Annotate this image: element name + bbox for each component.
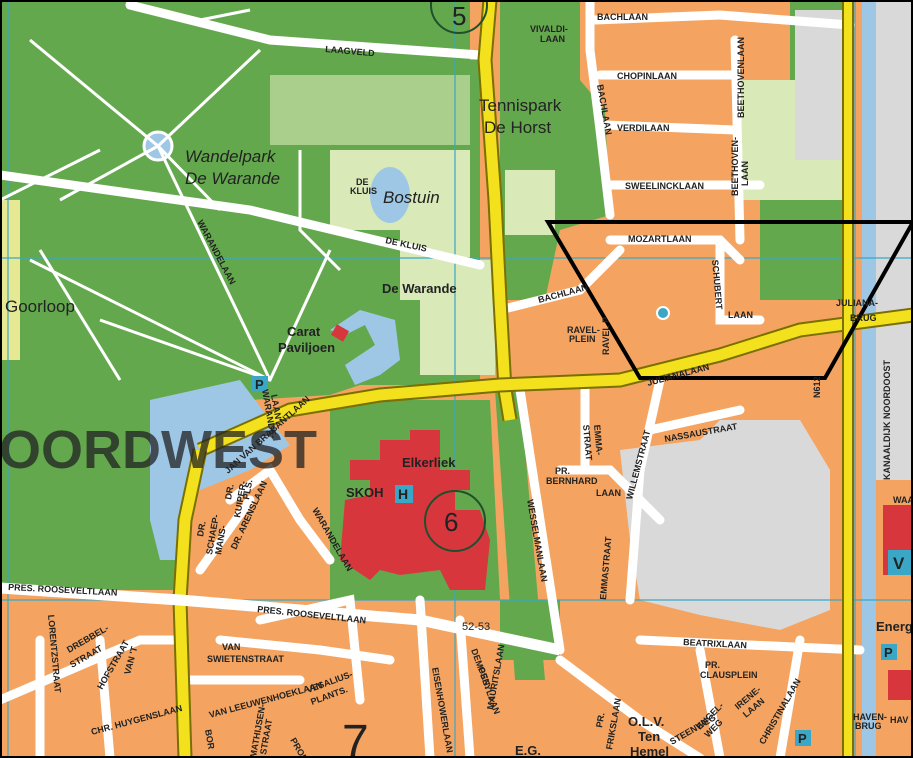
- parking-label: P: [255, 377, 264, 392]
- place-carat-line1: Carat: [287, 324, 321, 339]
- place-wandelpark-line1: Wandelpark: [185, 147, 277, 166]
- street-beatrixlaan: BEATRIXLAAN: [683, 637, 747, 650]
- street-beethoven-laan-2: LAAN: [740, 161, 750, 186]
- park-southwest: [0, 440, 180, 590]
- street-beethovenlaan-vertical: BEETHOVENLAAN: [736, 37, 746, 118]
- street-dr-schaep-1: DR.: [195, 520, 208, 537]
- place-eg: E.G.: [515, 743, 541, 758]
- park-light-warande: [420, 260, 495, 375]
- park-paths: [0, 8, 342, 382]
- street-ravelplein-2: PLEIN: [569, 334, 596, 344]
- park-yellow-west: [0, 200, 20, 360]
- street-pr-frikslaan-1: PR.: [594, 712, 606, 729]
- park-wesselman: [495, 390, 545, 680]
- street-havenbrug-1: HAVEN-: [853, 712, 887, 722]
- street-de-kluis-small-2: KLUIS: [350, 186, 377, 196]
- district-label: NOORDWEST: [0, 420, 317, 480]
- street-ravelplein-1: RAVEL-: [567, 325, 600, 335]
- street-schubert-laan: LAAN: [728, 310, 753, 320]
- street-vivaldilaan-1: VIVALDI-: [530, 24, 568, 34]
- street-waa: WAA: [893, 495, 913, 505]
- street-schubert: SCHUBERT: [710, 259, 724, 310]
- grid-circle-6: [424, 490, 486, 552]
- street-de-kluis-small-1: DE: [356, 177, 369, 187]
- page-reference: 52-53: [462, 621, 490, 633]
- parking-label: P: [798, 731, 807, 746]
- place-olv-line3: Hemel: [630, 744, 669, 758]
- water-carat: [330, 310, 400, 385]
- street-pr-bernhard-2: BERNHARD: [546, 476, 598, 486]
- street-ravel-p: RAVEL P: [601, 317, 611, 355]
- street-dr-kuiper-1: DR.: [223, 483, 236, 500]
- v-sign-symbol[interactable]: V: [888, 550, 913, 575]
- street-juliana-brug-1: JULIANA-: [836, 298, 878, 308]
- parking-symbol-1[interactable]: P: [252, 376, 268, 392]
- place-skoh: SKOH: [346, 485, 384, 500]
- street-verdilaan: VERDILAAN: [617, 123, 670, 133]
- street-laagveld: LAAGVELD: [325, 44, 376, 58]
- parking-symbol-2[interactable]: P: [795, 730, 811, 746]
- place-energ: Energ: [876, 619, 913, 634]
- street-vivaldilaan-2: LAAN: [540, 34, 565, 44]
- canal-east: [862, 0, 876, 758]
- industrial-east-1: [795, 10, 845, 160]
- street-bor: BOR: [203, 729, 216, 751]
- place-elkerliek: Elkerliek: [402, 455, 456, 470]
- place-bostuin: Bostuin: [383, 188, 440, 207]
- place-olv-line2: Ten: [638, 729, 660, 744]
- place-goorloop: Goorloop: [5, 297, 75, 316]
- industrial-area: [620, 420, 830, 630]
- place-tennispark-line2: De Horst: [484, 118, 551, 137]
- industrial-east-2: [875, 0, 913, 480]
- parking-label: P: [884, 645, 893, 660]
- park-light-north: [270, 75, 470, 145]
- street-dr-kuiper-3: PLS.: [241, 479, 254, 500]
- street-juliana-brug-2: BRUG: [850, 313, 877, 323]
- hospital-label: H: [398, 486, 408, 502]
- street-beethoven-laan-1: BEETHOVEN-: [730, 137, 740, 196]
- minor-streets: [0, 0, 865, 758]
- grid-circle-5: [430, 0, 488, 34]
- street-pr-clausplein-2: CLAUSPLEIN: [700, 670, 758, 680]
- place-olv-line1: O.L.V.: [628, 714, 664, 729]
- street-emmastraat-1: EMMA-: [592, 424, 605, 455]
- street-emmastraat-2: STRAAT: [581, 424, 594, 461]
- route-number: N612: [812, 376, 822, 398]
- park-light-tennis: [505, 170, 555, 235]
- street-pr-clausplein-1: PR.: [705, 660, 720, 670]
- street-laan: LAAN: [596, 488, 621, 498]
- street-havenbrug-2: BRUG: [855, 721, 882, 731]
- hospital-symbol[interactable]: H: [395, 485, 413, 503]
- street-bachlaan-top: BACHLAAN: [597, 12, 648, 22]
- street-van-swieten-1: VAN: [222, 642, 240, 652]
- street-van-swieten-2: SWIETENSTRAAT: [207, 654, 284, 664]
- grid-number-5: 5: [452, 1, 466, 31]
- info-point-icon[interactable]: [656, 306, 670, 320]
- parking-symbol-3[interactable]: P: [881, 644, 897, 660]
- route-outline: [544, 220, 913, 380]
- v-sign-label: V: [893, 554, 905, 573]
- water-bostuin: [370, 167, 410, 223]
- place-wandelpark-line2: De Warande: [185, 169, 280, 188]
- grid-number-6: 6: [444, 507, 458, 537]
- grid-number-7: 7: [342, 716, 369, 758]
- street-chopinlaan: CHOPINLAAN: [617, 71, 677, 81]
- street-pr-bernhard-1: PR.: [555, 466, 570, 476]
- street-mozartlaan: MOZARTLAAN: [628, 234, 692, 244]
- place-carat-line2: Paviljoen: [278, 340, 335, 355]
- place-tennispark-line1: Tennispark: [479, 96, 562, 115]
- place-de-warande: De Warande: [382, 281, 457, 296]
- street-warandelaan-mid-2: LAAN: [269, 394, 283, 420]
- street-kanaaldijk: KANAALDIJK NOORDOOST: [882, 359, 892, 480]
- street-hav: HAV: [890, 715, 908, 725]
- street-sweelincklaan: SWEELINCKLAAN: [625, 181, 704, 191]
